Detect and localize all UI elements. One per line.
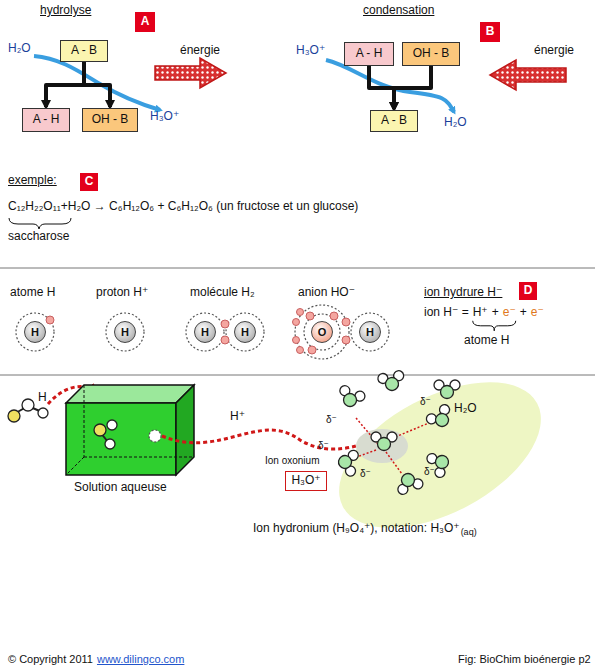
text-label: saccharose: [8, 230, 69, 244]
node-text: H: [121, 326, 129, 338]
text-label: Ion oxonium: [265, 455, 319, 467]
node-text: O: [318, 326, 327, 338]
text-label: condensation: [363, 4, 434, 18]
reaction-arrow: [394, 66, 431, 109]
orbits: [16, 305, 389, 359]
callout-square: C: [80, 173, 98, 191]
water-flow: [326, 60, 454, 112]
text-label: +: [492, 306, 499, 320]
text-label: exemple:: [8, 174, 57, 188]
solution-box: [66, 385, 194, 403]
nucleus-circle: H: [24, 321, 46, 343]
reaction-arrow: [369, 66, 394, 109]
energy-arrow: [490, 60, 566, 90]
text-label: molécule H₂: [190, 286, 255, 300]
text-label: δ⁻: [318, 440, 329, 452]
molecule-box: OH - B: [82, 108, 138, 132]
node-text: A: [141, 15, 150, 28]
molecule-box: A - H: [344, 42, 394, 66]
text-label: H₂O: [444, 116, 467, 130]
text-label: e⁻: [503, 306, 516, 320]
text-label: (aq): [461, 527, 477, 537]
node-text: H: [241, 326, 249, 338]
atom: [8, 410, 20, 422]
node-text: H₃O⁺: [291, 474, 320, 487]
atom: [22, 399, 34, 411]
proton-site: [149, 430, 161, 442]
text-label: +: [520, 306, 527, 320]
text-label: H₂O: [8, 42, 31, 56]
text-label: δ⁻: [424, 466, 435, 478]
node-text: H: [31, 326, 39, 338]
text-label: ion H⁻ =: [424, 306, 469, 320]
node-text: A - B: [71, 44, 97, 57]
text-label: atome H: [10, 286, 55, 300]
electrons: [46, 309, 350, 355]
text-label: H₃O⁺: [150, 110, 179, 124]
text-label: H₂O: [454, 402, 477, 416]
node-text: H: [201, 326, 209, 338]
water-molecules: [336, 370, 460, 496]
reaction-arrow: [84, 62, 110, 107]
separator: [0, 375, 595, 376]
text-label: C₁₂H₂₂O₁₁+H₂O → C₆H₁₂O₆ + C₆H₁₂O₆ (un fr…: [8, 200, 358, 214]
molecule-box: A - B: [370, 110, 418, 132]
node-text: OH - B: [92, 113, 129, 126]
brace: [473, 321, 516, 331]
oxonium-core: [356, 429, 408, 463]
text-label: ion hydrure H⁻: [424, 286, 502, 300]
node-text: C: [85, 175, 94, 188]
text-label: Solution aqueuse: [74, 481, 167, 495]
callout-square: A: [135, 12, 155, 32]
molecule-box: OH - B: [402, 42, 460, 66]
node-text: B: [486, 25, 495, 38]
energy-arrow: [155, 58, 226, 88]
text-label: © Copyright 2011: [8, 653, 93, 666]
text-label: H₃O⁺: [296, 44, 325, 58]
solution-box: [176, 385, 194, 475]
node-text: D: [524, 284, 533, 297]
node-text: A - H: [356, 47, 383, 60]
text-label: proton H⁺: [96, 286, 148, 300]
text-label: H: [38, 391, 47, 405]
text-label: anion HO⁻: [298, 286, 355, 300]
text-label: hydrolyse: [40, 4, 91, 18]
separator: [0, 268, 595, 269]
text-label: énergie: [180, 44, 220, 58]
node-text: H: [366, 326, 374, 338]
solution-box: [66, 403, 176, 475]
text-label: Ion hydronium (H₉O₄⁺), notation: H₃O⁺: [253, 522, 460, 536]
text-label: δ⁻: [420, 396, 431, 408]
nucleus-circle: H: [359, 321, 381, 343]
callout-square: B: [480, 22, 500, 42]
text-label: H⁺: [230, 410, 245, 424]
text-label: H⁺: [473, 306, 488, 320]
nucleus-circle: H: [114, 321, 136, 343]
text-label: Fig: BioChim bioénergie p2: [458, 653, 591, 666]
water-flow: [34, 56, 160, 110]
molecule-box: A - H: [22, 108, 70, 132]
ion-box: H₃O⁺: [285, 471, 327, 491]
reaction-arrow: [46, 62, 84, 107]
nucleus-circle: O: [311, 321, 333, 343]
text-label: atome H: [464, 334, 509, 348]
molecule-box: A - B: [60, 40, 108, 62]
text-label: www.dilingco.com: [97, 653, 184, 666]
nucleus-circle: H: [194, 321, 216, 343]
node-text: A - H: [33, 113, 60, 126]
callout-square: D: [519, 282, 537, 300]
text-label: δ⁻: [326, 414, 337, 426]
text-label: énergie: [534, 44, 574, 58]
atom: [38, 408, 48, 418]
text-label: δ⁻: [360, 468, 371, 480]
text-label: e⁻: [531, 306, 544, 320]
node-text: OH - B: [413, 47, 450, 60]
nucleus-circle: H: [234, 321, 256, 343]
node-text: A - B: [381, 114, 407, 127]
brace: [9, 218, 71, 229]
